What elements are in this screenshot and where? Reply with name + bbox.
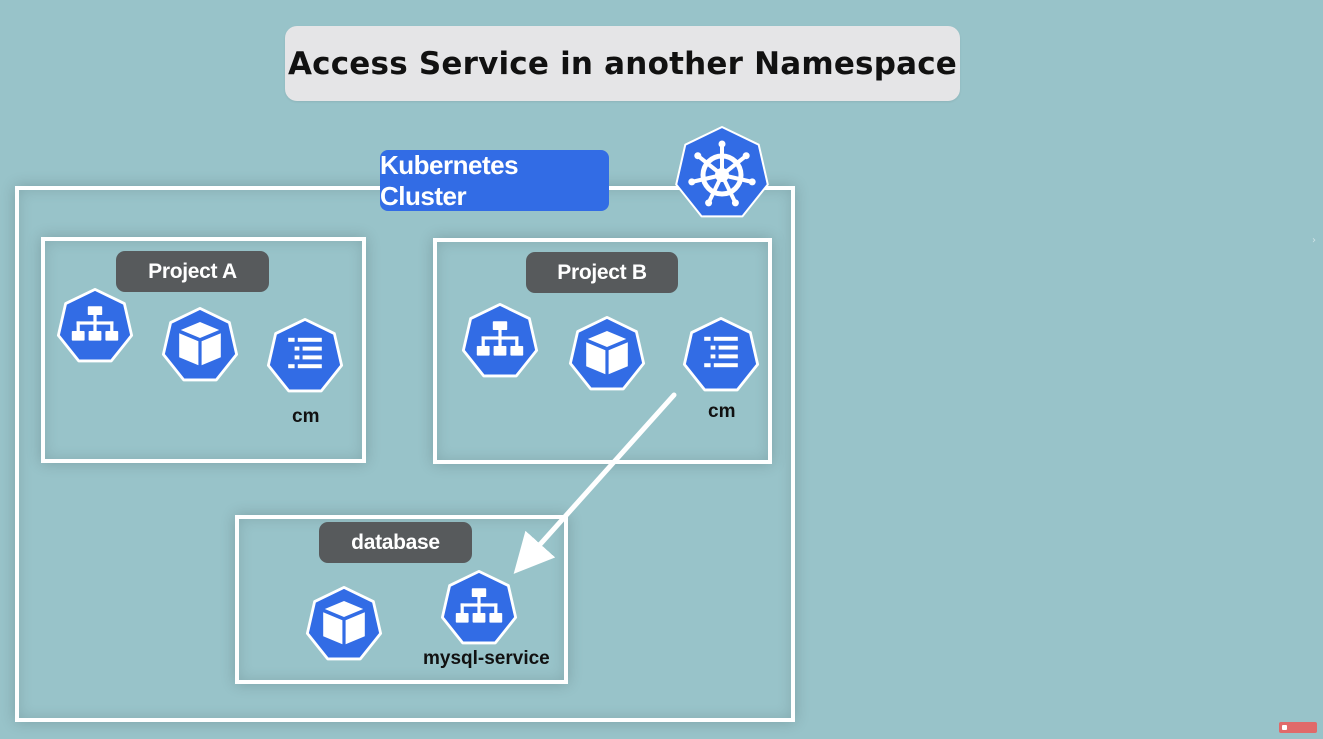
cluster-label-text: Kubernetes Cluster	[380, 149, 519, 211]
namespace-frame-database	[235, 515, 568, 684]
namespace-label-text: database	[351, 530, 440, 554]
namespace-label-text: Project B	[557, 260, 647, 284]
configmap-caption: cm	[708, 401, 736, 422]
namespace-label-text: Project A	[148, 259, 237, 283]
subscribe-badge-icon[interactable]	[1279, 722, 1317, 733]
namespace-frame-project-b	[433, 238, 772, 464]
configmap-caption: cm	[292, 406, 320, 427]
namespace-label-project-a: Project A	[116, 251, 269, 292]
namespace-label-database: database	[319, 522, 472, 563]
service-caption: mysql-service	[423, 648, 550, 669]
page-title: Access Service in another Namespace	[287, 45, 958, 82]
title-banner: Access Service in another Namespace	[285, 26, 960, 101]
namespace-frame-project-a	[41, 237, 366, 463]
side-arrow-icon[interactable]: ›	[1312, 235, 1316, 246]
namespace-label-project-b: Project B	[526, 252, 678, 293]
cluster-label: Kubernetes Cluster	[380, 150, 609, 211]
kubernetes-helm-icon	[675, 126, 769, 218]
